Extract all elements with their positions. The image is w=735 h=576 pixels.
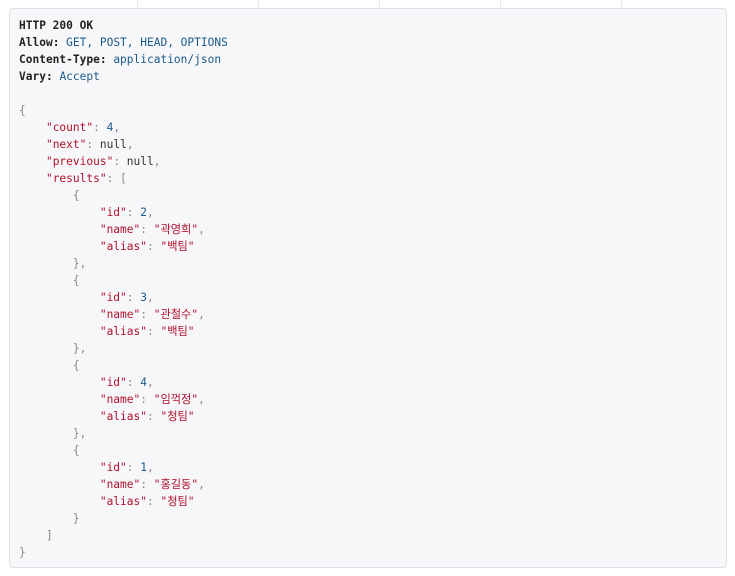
result-0-alias: "백팀"	[160, 240, 195, 253]
result-0-id: 2	[140, 206, 148, 219]
json-key-name: "name"	[99, 393, 141, 406]
json-key-count: "count"	[45, 121, 94, 134]
header-name-allow: Allow	[19, 36, 53, 49]
page-background-lines	[0, 0, 735, 8]
json-key-previous: "previous"	[45, 155, 114, 168]
json-value-count: 4	[106, 121, 114, 134]
header-name-content-type: Content-Type	[19, 53, 100, 66]
json-key-next: "next"	[45, 138, 87, 151]
json-key-alias: "alias"	[99, 240, 147, 253]
json-key-alias: "alias"	[99, 325, 147, 338]
status-line: HTTP 200 OK	[19, 19, 94, 32]
result-1-alias: "백팀"	[160, 325, 195, 338]
json-value-next: null	[99, 138, 127, 151]
header-value-allow: GET, POST, HEAD, OPTIONS	[66, 36, 228, 49]
json-value-previous: null	[126, 155, 154, 168]
response-content: HTTP 200 OK Allow: GET, POST, HEAD, OPTI…	[19, 19, 228, 559]
json-key-id: "id"	[99, 291, 127, 304]
json-key-results: "results"	[45, 172, 107, 185]
json-key-name: "name"	[99, 223, 141, 236]
json-key-name: "name"	[99, 478, 141, 491]
result-3-name: "홍길동"	[153, 478, 199, 491]
json-key-id: "id"	[99, 461, 127, 474]
json-key-id: "id"	[99, 206, 127, 219]
result-2-id: 4	[140, 376, 148, 389]
result-1-id: 3	[140, 291, 148, 304]
json-key-alias: "alias"	[99, 410, 147, 423]
result-2-alias: "청팀"	[160, 410, 195, 423]
header-name-vary: Vary	[19, 70, 46, 83]
result-3-id: 1	[140, 461, 148, 474]
json-key-id: "id"	[99, 376, 127, 389]
result-0-name: "곽영희"	[153, 223, 199, 236]
response-panel: HTTP 200 OK Allow: GET, POST, HEAD, OPTI…	[9, 8, 727, 568]
result-1-name: "관철수"	[153, 308, 199, 321]
json-key-alias: "alias"	[99, 495, 147, 508]
result-3-alias: "청팀"	[160, 495, 195, 508]
header-value-content-type: application/json	[113, 53, 222, 66]
json-key-name: "name"	[99, 308, 141, 321]
header-value-vary: Accept	[59, 70, 100, 83]
result-2-name: "임꺽정"	[153, 393, 199, 406]
